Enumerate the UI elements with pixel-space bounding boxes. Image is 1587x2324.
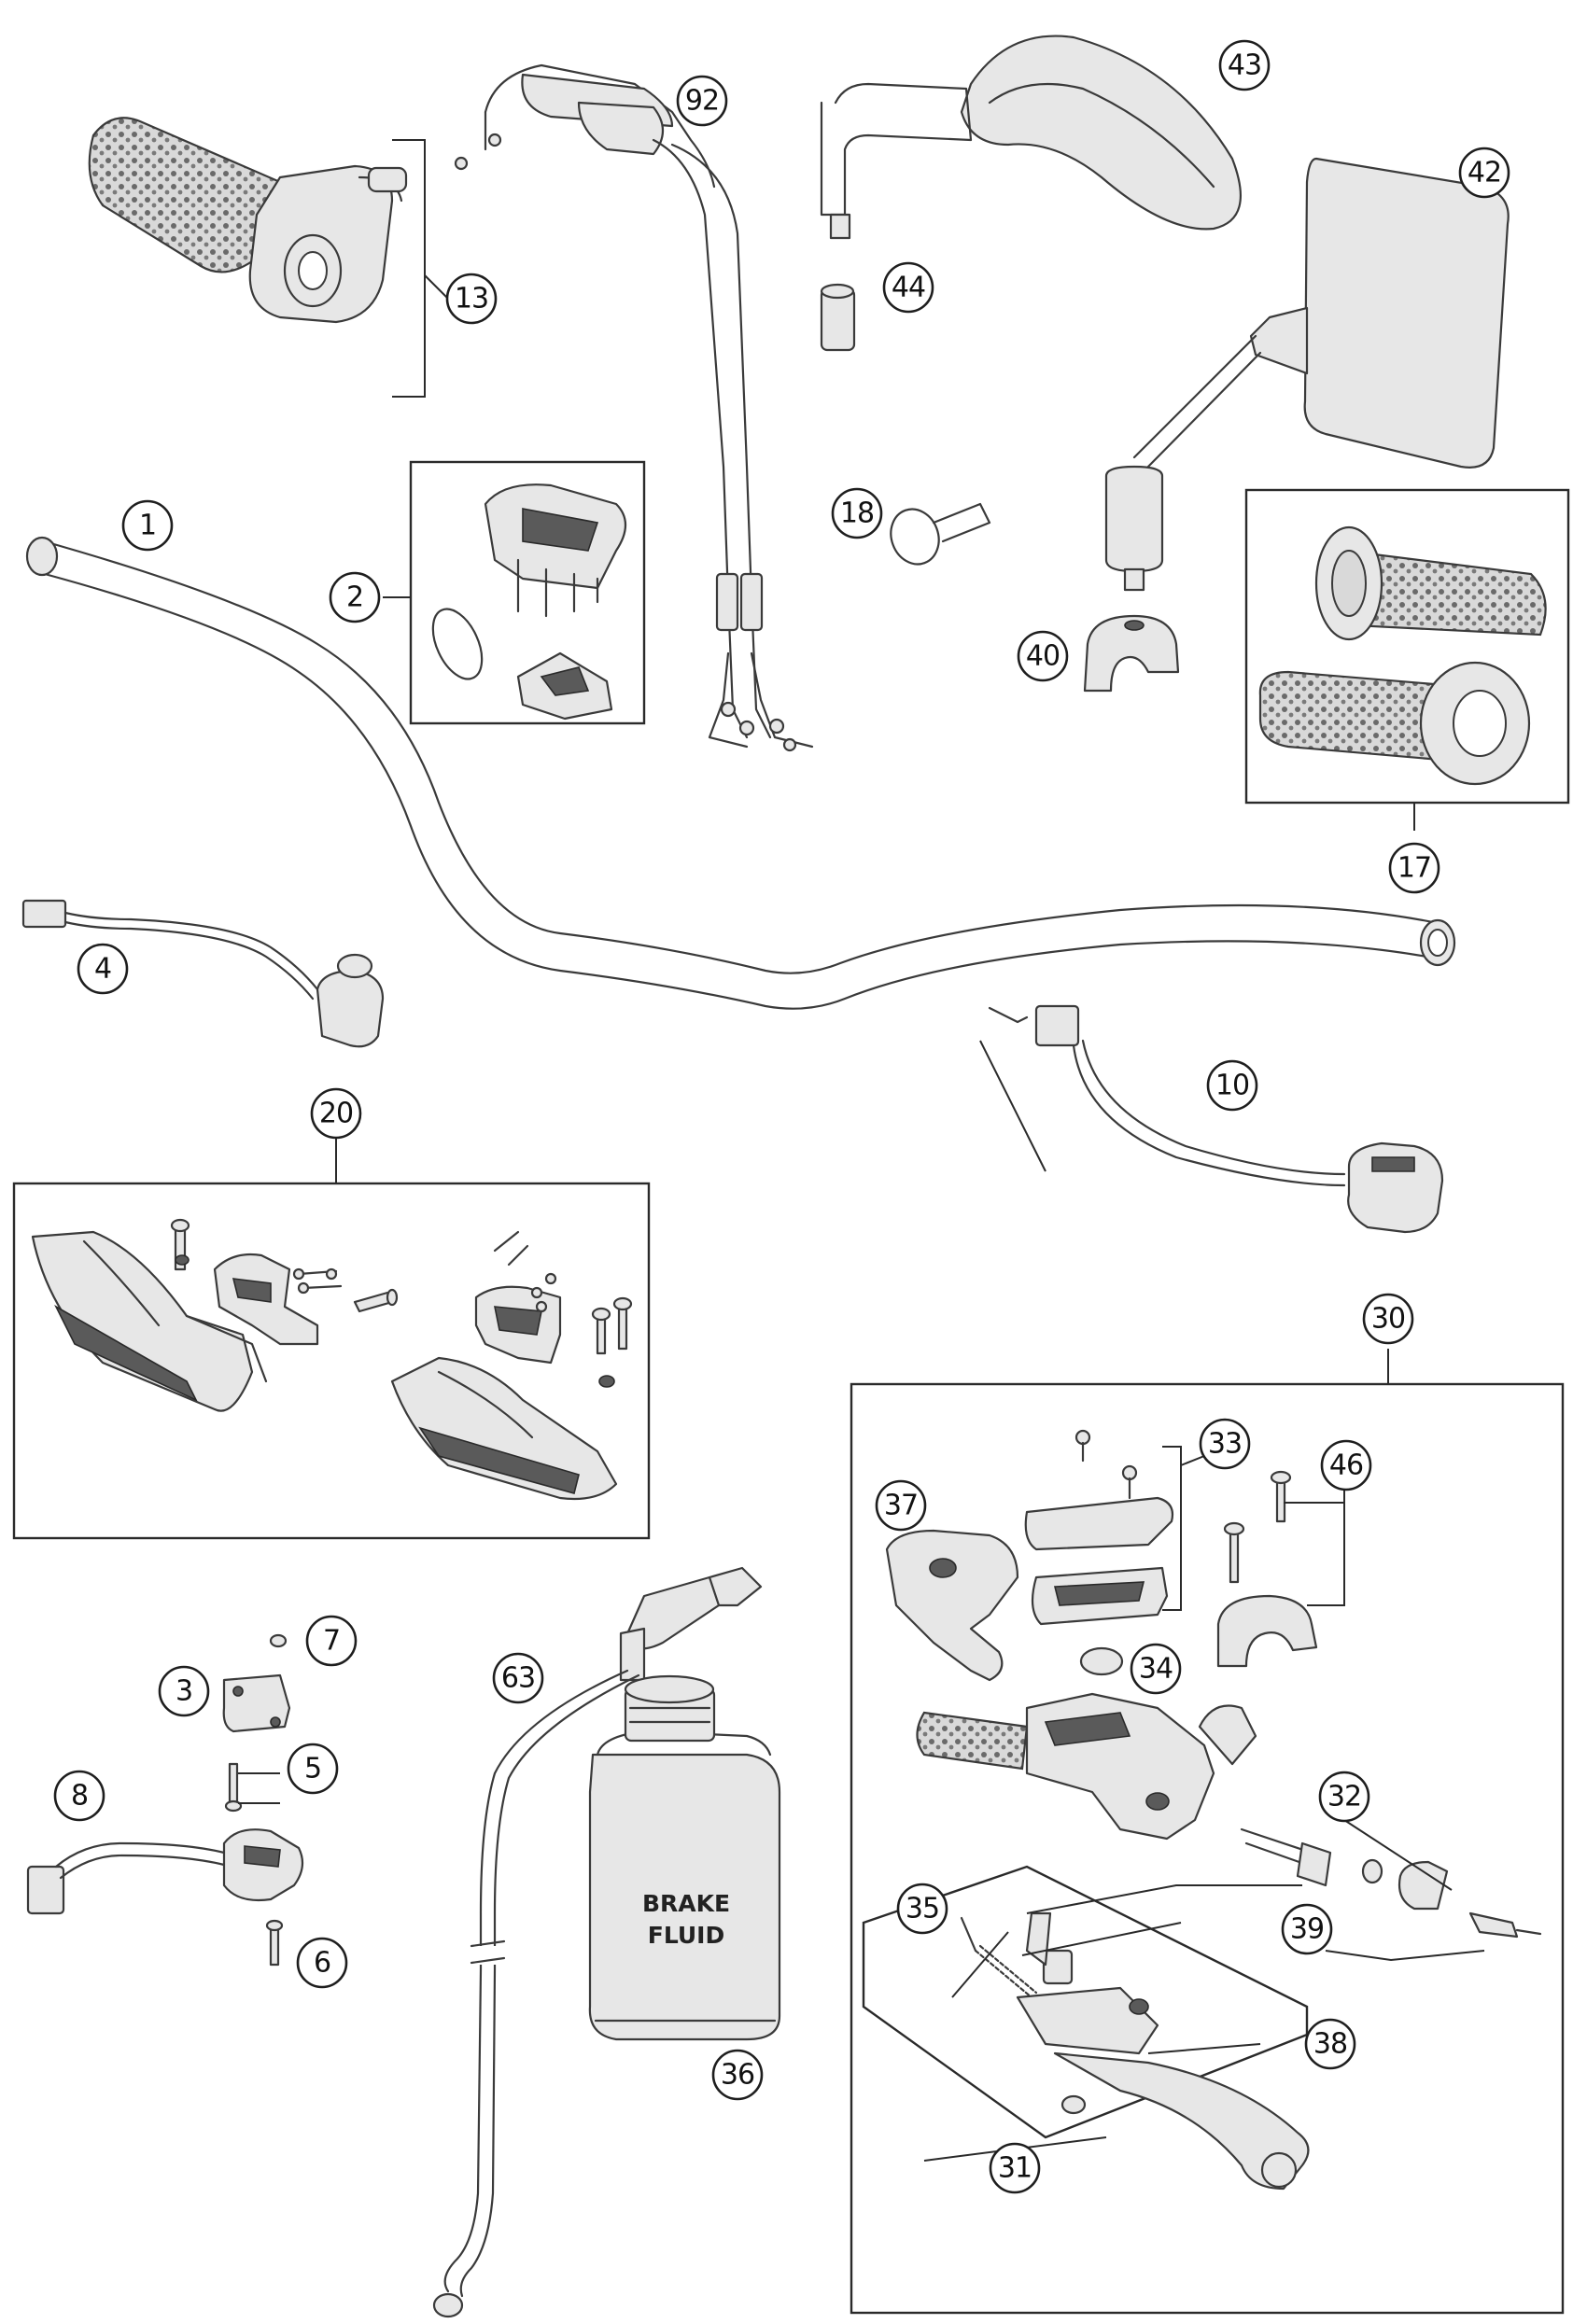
svg-text:31: 31 <box>998 2152 1032 2185</box>
box-20 <box>12 1182 651 1540</box>
svg-text:39: 39 <box>1290 1913 1324 1946</box>
brake-fluid-label-line2: FLUID <box>648 1922 724 1949</box>
svg-text:63: 63 <box>501 1662 535 1695</box>
box-30 <box>850 1382 1565 2315</box>
svg-text:35: 35 <box>906 1893 939 1925</box>
callout-10: 10 <box>1206 1059 1258 1112</box>
svg-text:6: 6 <box>314 1947 330 1980</box>
brake-fluid-label-line1: BRAKE <box>642 1890 730 1917</box>
handguard-left <box>31 1230 268 1412</box>
svg-text:44: 44 <box>892 272 925 304</box>
parts-3-5-7 <box>222 1633 291 1813</box>
callout-17: 17 <box>1388 842 1440 894</box>
callout-7: 7 <box>305 1615 358 1667</box>
master-body-part <box>916 1692 1257 1841</box>
screws-group-1 <box>292 1267 399 1313</box>
callout-46: 46 <box>1320 1439 1372 1491</box>
mirror-left-43 <box>820 35 1243 240</box>
svg-text:40: 40 <box>1026 640 1060 673</box>
reservoir-cover-33 <box>1024 1429 1205 1676</box>
throttle-cables <box>454 63 814 752</box>
callout-35: 35 <box>896 1883 948 1935</box>
svg-text:36: 36 <box>721 2059 754 2092</box>
switch-8 <box>26 1828 304 1967</box>
svg-text:92: 92 <box>685 85 719 118</box>
svg-text:32: 32 <box>1327 1781 1361 1813</box>
callout-4: 4 <box>77 943 129 995</box>
svg-text:37: 37 <box>884 1490 918 1522</box>
callout-13: 13 <box>445 273 498 325</box>
handlebar <box>25 536 1456 1010</box>
callout-5: 5 <box>287 1743 339 1795</box>
grip-left-part <box>1258 661 1531 786</box>
callout-92: 92 <box>676 75 728 127</box>
svg-text:34: 34 <box>1139 1653 1173 1686</box>
mirror-right-42 <box>1104 157 1510 592</box>
callout-40: 40 <box>1017 630 1069 682</box>
callout-39: 39 <box>1281 1903 1333 1955</box>
handguard-right <box>390 1356 618 1501</box>
callout-3: 3 <box>158 1665 210 1717</box>
svg-text:8: 8 <box>71 1780 88 1813</box>
kill-switch-4 <box>21 899 385 1048</box>
svg-text:46: 46 <box>1329 1449 1363 1482</box>
adapter-44 <box>820 283 856 352</box>
svg-text:30: 30 <box>1371 1303 1405 1336</box>
svg-text:17: 17 <box>1397 852 1431 885</box>
callout-18: 18 <box>831 487 883 539</box>
master-cylinder-part <box>885 1529 1019 1682</box>
brake-hose-63 <box>432 1566 763 2318</box>
handguard-mount-right <box>474 1230 633 1388</box>
svg-text:38: 38 <box>1313 2028 1347 2061</box>
svg-text:5: 5 <box>304 1753 321 1785</box>
callout-44: 44 <box>882 261 934 314</box>
callout-43: 43 <box>1218 39 1271 91</box>
svg-text:33: 33 <box>1208 1428 1242 1461</box>
callout-33: 33 <box>1199 1418 1251 1470</box>
box-2 <box>409 460 646 725</box>
svg-text:4: 4 <box>94 953 111 986</box>
clamp-46 <box>1216 1470 1345 1668</box>
callout-6: 6 <box>296 1937 348 1989</box>
callout-20: 20 <box>310 1087 362 1140</box>
handguard-mount-left <box>170 1218 319 1346</box>
piston-32-39 <box>1240 1819 1542 1962</box>
throttle-grip-assembly <box>88 117 449 398</box>
svg-text:3: 3 <box>176 1675 192 1708</box>
grip-right-part <box>1314 525 1547 641</box>
callout-1: 1 <box>121 499 174 552</box>
callout-42: 42 <box>1458 147 1510 199</box>
clamp-40 <box>1083 614 1180 693</box>
callout-37: 37 <box>875 1479 927 1532</box>
switch-cover-part <box>431 483 627 721</box>
svg-text:13: 13 <box>455 283 488 315</box>
svg-text:1: 1 <box>139 510 156 542</box>
callout-63: 63 <box>492 1652 544 1704</box>
callout-34: 34 <box>1130 1643 1182 1695</box>
callout-32: 32 <box>1318 1771 1370 1823</box>
svg-text:43: 43 <box>1228 49 1261 82</box>
callout-2: 2 <box>329 571 381 623</box>
box-17 <box>1244 488 1570 805</box>
svg-text:18: 18 <box>840 497 874 530</box>
callout-8: 8 <box>53 1770 105 1822</box>
callout-36: 36 <box>711 2049 764 2101</box>
svg-text:7: 7 <box>323 1625 340 1658</box>
svg-text:20: 20 <box>319 1098 353 1130</box>
svg-text:10: 10 <box>1215 1070 1249 1102</box>
svg-text:2: 2 <box>346 581 363 614</box>
callout-38: 38 <box>1304 2018 1356 2070</box>
brake-fluid-bottle-36: BRAKE FLUID <box>588 1674 781 2041</box>
svg-text:42: 42 <box>1468 157 1501 189</box>
cable-tie-18 <box>890 502 991 566</box>
switch-10 <box>988 1004 1444 1234</box>
callout-30: 30 <box>1362 1293 1414 1345</box>
callout-31: 31 <box>989 2142 1041 2194</box>
